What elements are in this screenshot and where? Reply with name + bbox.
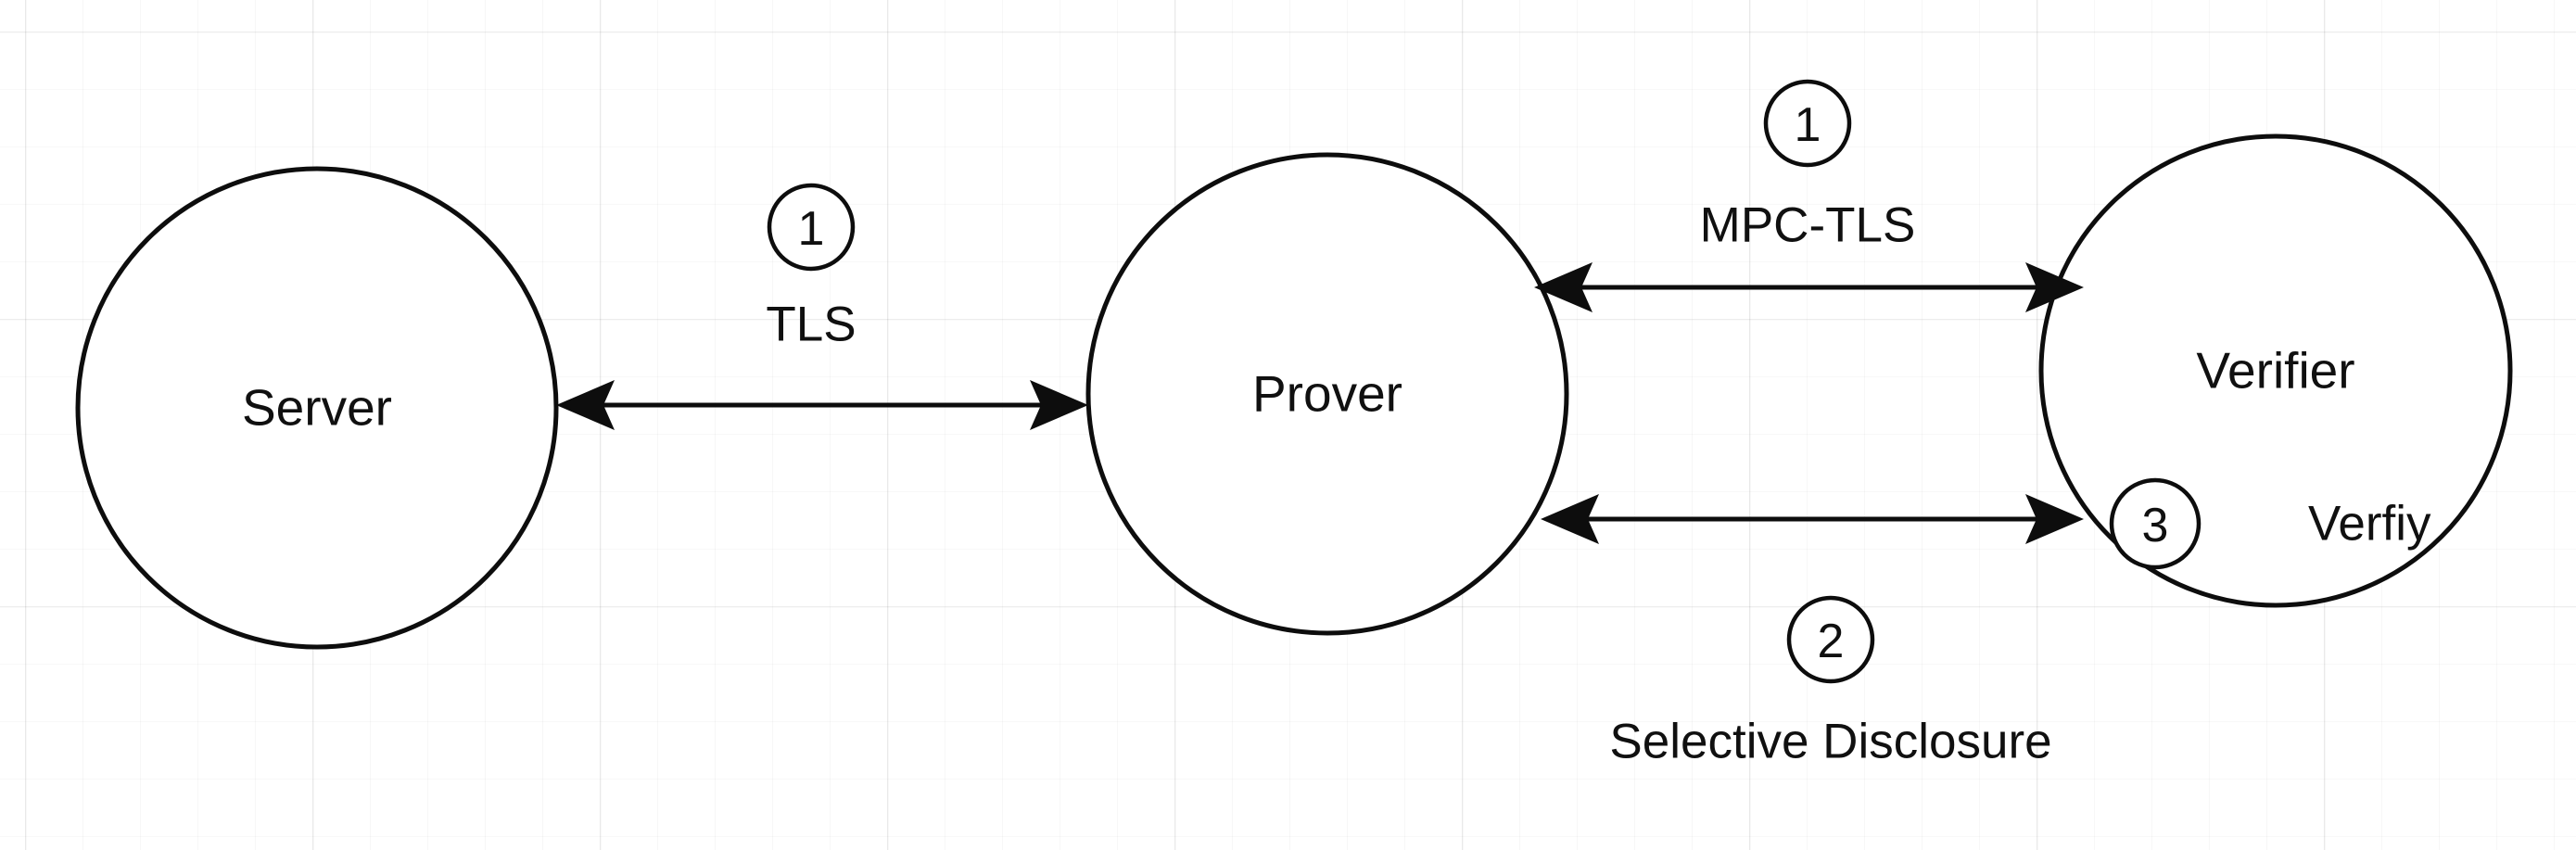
arrowhead-right-mpc-tls	[2025, 262, 2084, 312]
edge-mpc-tls-arrow[interactable]	[1534, 262, 2084, 312]
inner-label-verify: Verfiy	[2308, 496, 2431, 552]
badge-circle-selective-disclosure	[1786, 595, 1875, 684]
badge-circle-mpc-tls	[1763, 79, 1852, 168]
arrowhead-left-mpc-tls	[1534, 262, 1593, 312]
badge-number-selective-disclosure: 2	[1817, 615, 1845, 668]
node-label-server: Server	[242, 378, 392, 437]
edge-label-mpc-tls: MPC-TLS	[1699, 197, 1916, 253]
arrowhead-left-selective-disclosure	[1541, 494, 1599, 544]
badge-number-mpc-tls: 1	[1794, 98, 1821, 152]
arrowhead-right-tls	[1030, 380, 1088, 430]
node-label-verifier: Verifier	[2196, 341, 2355, 400]
badge-circle-tls	[767, 183, 856, 272]
badge-number-tls: 1	[797, 202, 825, 256]
edge-tls-arrow[interactable]	[556, 380, 1088, 430]
edge-selective-disclosure-arrow[interactable]	[1541, 494, 2084, 544]
edge-label-tls: TLS	[766, 297, 857, 352]
node-label-prover: Prover	[1252, 364, 1402, 423]
badge-number-verify: 3	[2141, 499, 2169, 552]
node-server-circle[interactable]	[75, 166, 559, 650]
badge-circle-verify	[2109, 477, 2202, 570]
edge-label-selective-disclosure: Selective Disclosure	[1609, 714, 2052, 769]
arrowhead-right-selective-disclosure	[2025, 494, 2084, 544]
node-prover-circle[interactable]	[1085, 152, 1569, 636]
arrowhead-left-tls	[556, 380, 615, 430]
